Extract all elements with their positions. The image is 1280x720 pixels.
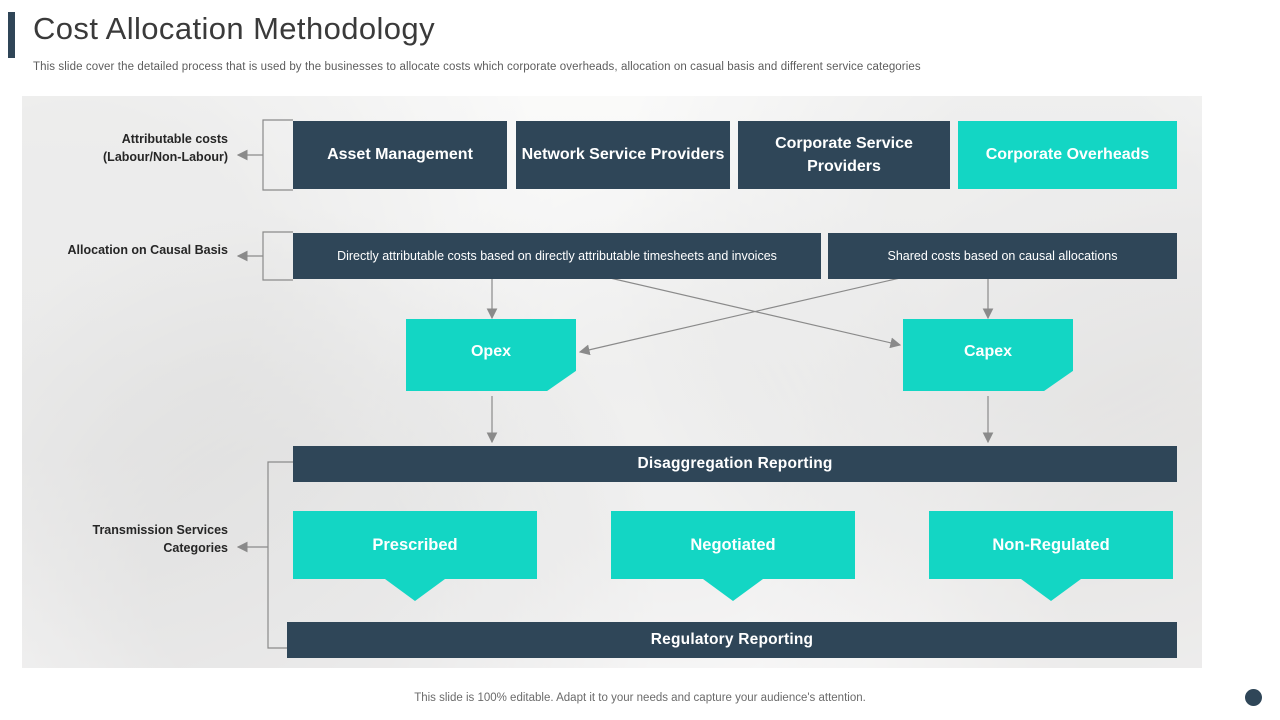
opex-shape-body	[406, 319, 576, 391]
non-regulated-body	[929, 511, 1173, 579]
non-regulated-pointer	[1021, 579, 1081, 601]
footer-note: This slide is 100% editable. Adapt it to…	[414, 692, 866, 704]
callout-negotiated[interactable]: Negotiated	[611, 511, 855, 601]
prescribed-label: Prescribed	[372, 535, 458, 554]
band-directly-attributable-costs[interactable]: Directly attributable costs based on dir…	[293, 233, 821, 279]
corner-dot	[1245, 689, 1262, 706]
prescribed-body	[293, 511, 537, 579]
box-corporate-service-providers[interactable]: Corporate Service Providers	[738, 121, 950, 189]
label-causal-basis: Allocation on Causal Basis	[67, 243, 228, 257]
negotiated-pointer	[703, 579, 763, 601]
label-attributable-costs: Attributable costs (Labour/Non-Labour)	[103, 132, 228, 165]
capex-label: Capex	[963, 343, 1013, 360]
right-margin	[1202, 0, 1280, 720]
box-corporate-overheads[interactable]: Corporate Overheads	[958, 121, 1177, 189]
bottom-margin	[0, 668, 1280, 720]
band-disaggregation-reporting[interactable]: Disaggregation Reporting	[293, 446, 1177, 482]
box-network-service-providers[interactable]: Network Service Providers	[516, 121, 730, 189]
slide-header: Cost Allocation Methodology This slide c…	[0, 0, 1280, 96]
prescribed-pointer	[385, 579, 445, 601]
band-shared-costs[interactable]: Shared costs based on causal allocations	[828, 233, 1177, 279]
background-overlay	[0, 96, 1280, 720]
capex-shape-body	[903, 319, 1073, 391]
box-asset-management[interactable]: Asset Management	[293, 121, 507, 189]
non-regulated-label: Non-Regulated	[992, 535, 1110, 554]
label-transmission-categories: Transmission Services Categories	[92, 523, 229, 556]
opex-label: Opex	[470, 343, 511, 360]
callout-prescribed[interactable]: Prescribed	[293, 511, 537, 601]
left-margin	[0, 96, 22, 720]
page-title: Cost Allocation Methodology	[33, 11, 435, 46]
band-regulatory-reporting[interactable]: Regulatory Reporting	[287, 622, 1177, 658]
shape-opex[interactable]: Opex	[406, 319, 576, 391]
page-subtitle: This slide cover the detailed process th…	[33, 61, 921, 73]
title-accent-bar	[8, 12, 15, 58]
callout-non-regulated[interactable]: Non-Regulated	[929, 511, 1173, 601]
shape-capex[interactable]: Capex	[903, 319, 1073, 391]
negotiated-label: Negotiated	[690, 535, 776, 554]
negotiated-body	[611, 511, 855, 579]
